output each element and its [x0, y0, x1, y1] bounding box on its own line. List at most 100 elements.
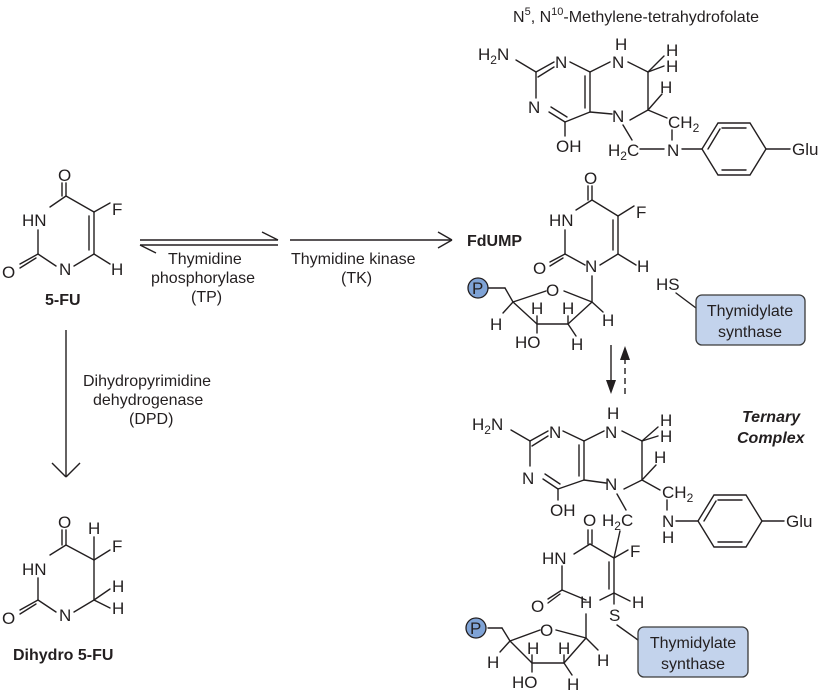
reversible-binding-arrows: [606, 345, 630, 394]
compound-5fu: O HN F O N H 5-FU: [2, 166, 123, 309]
atom-hs: HS: [656, 275, 680, 294]
atom-h: H: [654, 448, 666, 467]
thymidylate-synthase-box: [695, 294, 806, 346]
enzyme-tp-line3: (TP): [191, 289, 222, 306]
atom-h: H: [558, 639, 570, 658]
atom-h2n: H2N: [478, 45, 509, 67]
compound-name-mthf: N5, N10-Methylene-tetrahydrofolate: [513, 6, 759, 26]
atom-h: H: [615, 35, 627, 54]
atom-o: O: [58, 513, 71, 532]
atom-p: P: [472, 279, 483, 298]
ts-box-line2: synthase: [718, 324, 782, 341]
compound-fdump: FdUMP P O HN F O N H O: [467, 169, 649, 354]
compound-name-dihydro-5fu: Dihydro 5-FU: [13, 647, 113, 664]
atom-h: H: [571, 335, 583, 354]
atom-h: H: [662, 528, 674, 547]
atom-h: H: [88, 519, 100, 538]
atom-n: N: [59, 606, 71, 625]
ts-box-line2: synthase: [661, 656, 725, 673]
atom-h: H: [527, 639, 539, 658]
atom-h: H: [666, 41, 678, 60]
atom-h: H: [666, 57, 678, 76]
atom-h: H: [607, 404, 619, 423]
atom-o: O: [58, 166, 71, 185]
atom-o: O: [533, 259, 546, 278]
atom-o-ring: O: [546, 281, 559, 300]
atom-h2c: H2C: [608, 141, 639, 163]
atom-h: H: [597, 651, 609, 670]
enzyme-tk-line1: Thymidine kinase: [291, 251, 416, 268]
atom-h: H: [112, 599, 124, 618]
arrow-dpd: [51, 330, 81, 478]
atom-n10: N: [662, 512, 674, 531]
arrow-tk: [290, 231, 453, 249]
compound-dihydro-5fu: O H HN F O N H H Dihydro 5-FU: [2, 513, 124, 664]
ts-box-line1: Thymidylate: [707, 303, 793, 320]
enzyme-tp-line2: phosphorylase: [151, 270, 255, 287]
atom-o: O: [2, 609, 15, 628]
equilibrium-arrow-tp: [139, 231, 279, 254]
atom-s: S: [609, 606, 620, 625]
atom-h: H: [111, 260, 123, 279]
compound-ternary-complex: Ternary Complex H2N N H N: [465, 404, 812, 692]
atom-glu: Glu: [786, 512, 812, 531]
atom-hn: HN: [542, 549, 567, 568]
atom-o: O: [531, 597, 544, 616]
atom-f: F: [636, 203, 646, 222]
atom-h: H: [562, 299, 574, 318]
atom-n5: N: [612, 107, 624, 126]
ternary-label-line1: Ternary: [742, 409, 801, 426]
ternary-label-line2: Complex: [737, 430, 806, 447]
enzyme-dpd-line3: (DPD): [129, 411, 173, 428]
atom-n: N: [585, 257, 597, 276]
compound-name-fdump: FdUMP: [467, 233, 522, 250]
enzyme-ts-free: HS Thymidylate synthase: [656, 275, 806, 346]
atom-hn: HN: [549, 211, 574, 230]
atom-h: H: [602, 311, 614, 330]
atom-n: N: [549, 423, 561, 442]
atom-h: H: [580, 593, 592, 612]
enzyme-ts-bound: Thymidylate synthase: [616, 624, 749, 678]
atom-h: H: [632, 593, 644, 612]
atom-h: H: [112, 577, 124, 596]
atom-ch2: CH2: [668, 113, 700, 135]
atom-p: P: [470, 619, 481, 638]
atom-n: N: [555, 53, 567, 72]
atom-h: H: [531, 299, 543, 318]
atom-oh: OH: [556, 137, 582, 156]
atom-h: H: [660, 411, 672, 430]
atom-n10: N: [667, 141, 679, 160]
atom-h: H: [660, 78, 672, 97]
atom-h: H: [487, 653, 499, 672]
compound-name-5fu: 5-FU: [45, 292, 81, 309]
atom-h: H: [660, 427, 672, 446]
enzyme-dpd-line1: Dihydropyrimidine: [83, 373, 211, 390]
atom-o: O: [583, 511, 596, 530]
atom-n: N: [59, 260, 71, 279]
ts-box-line1: Thymidylate: [650, 635, 736, 652]
atom-n: N: [612, 53, 624, 72]
atom-h2n: H2N: [472, 415, 503, 437]
atom-o-ring: O: [540, 621, 553, 640]
enzyme-tk-line2: (TK): [341, 270, 372, 287]
atom-h: H: [637, 257, 649, 276]
atom-h: H: [567, 675, 579, 692]
atom-h2c: H2C: [602, 511, 633, 533]
atom-oh: OH: [550, 501, 576, 520]
atom-h: H: [490, 315, 502, 334]
atom-ch2: CH2: [662, 483, 694, 505]
atom-f: F: [630, 542, 640, 561]
thymidylate-synthase-box: [637, 626, 749, 678]
compound-methylene-thf: N5, N10-Methylene-tetrahydrofolate: [478, 6, 818, 176]
phosphate-icon: [467, 277, 489, 299]
atom-ho: HO: [512, 673, 538, 692]
atom-hn: HN: [22, 560, 47, 579]
atom-o: O: [584, 169, 597, 188]
atom-n: N: [528, 98, 540, 117]
atom-n: N: [605, 423, 617, 442]
atom-glu: Glu: [792, 140, 818, 159]
phosphate-icon: [465, 617, 487, 639]
atom-f: F: [112, 200, 122, 219]
enzyme-dpd-line2: dehydrogenase: [93, 392, 203, 409]
